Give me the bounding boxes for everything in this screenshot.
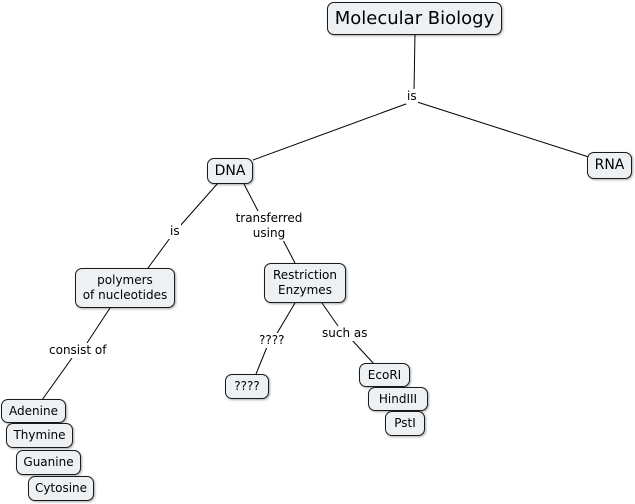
concept-cytosine[interactable]: Cytosine bbox=[28, 476, 94, 501]
link-label-is-top: is bbox=[406, 89, 418, 104]
line-is-rna bbox=[413, 100, 593, 159]
line-enzymes-suchas bbox=[321, 302, 339, 327]
line-dna-transferred bbox=[243, 183, 259, 212]
link-label-unknown: ???? bbox=[258, 333, 286, 348]
line-dna-is bbox=[179, 182, 219, 227]
line-consist-adenine bbox=[41, 357, 73, 401]
concept-psti[interactable]: PstI bbox=[385, 411, 425, 436]
link-label-transferred-using: transferred using bbox=[233, 211, 305, 241]
link-label-is-dna: is bbox=[169, 224, 181, 239]
concept-rna[interactable]: RNA bbox=[587, 152, 632, 179]
line-is-dna bbox=[252, 100, 415, 161]
concept-unknown[interactable]: ???? bbox=[225, 374, 269, 399]
concept-molecular-biology[interactable]: Molecular Biology bbox=[327, 2, 502, 35]
line-is-polymers bbox=[147, 237, 171, 269]
line-molbio-is bbox=[413, 33, 416, 92]
concept-ecori[interactable]: EcoRI bbox=[359, 363, 410, 387]
concept-adenine[interactable]: Adenine bbox=[1, 399, 66, 423]
concept-hindiii[interactable]: HindIII bbox=[368, 387, 428, 411]
concept-dna[interactable]: DNA bbox=[207, 158, 253, 184]
concept-guanine[interactable]: Guanine bbox=[16, 450, 81, 475]
line-transferred-enzymes bbox=[282, 239, 296, 264]
concept-thymine[interactable]: Thymine bbox=[6, 423, 73, 448]
line-enzymes-unknown bbox=[275, 302, 296, 336]
link-label-such-as: such as bbox=[321, 326, 369, 341]
line-unknown-node bbox=[255, 346, 268, 375]
concept-restriction-enzymes[interactable]: Restriction Enzymes bbox=[264, 263, 346, 303]
line-polymers-consist bbox=[86, 307, 111, 344]
link-label-consist-of: consist of bbox=[48, 343, 108, 358]
line-suchas-ecori bbox=[351, 339, 375, 365]
concept-polymers-of-nucleotides[interactable]: polymers of nucleotides bbox=[75, 268, 175, 308]
